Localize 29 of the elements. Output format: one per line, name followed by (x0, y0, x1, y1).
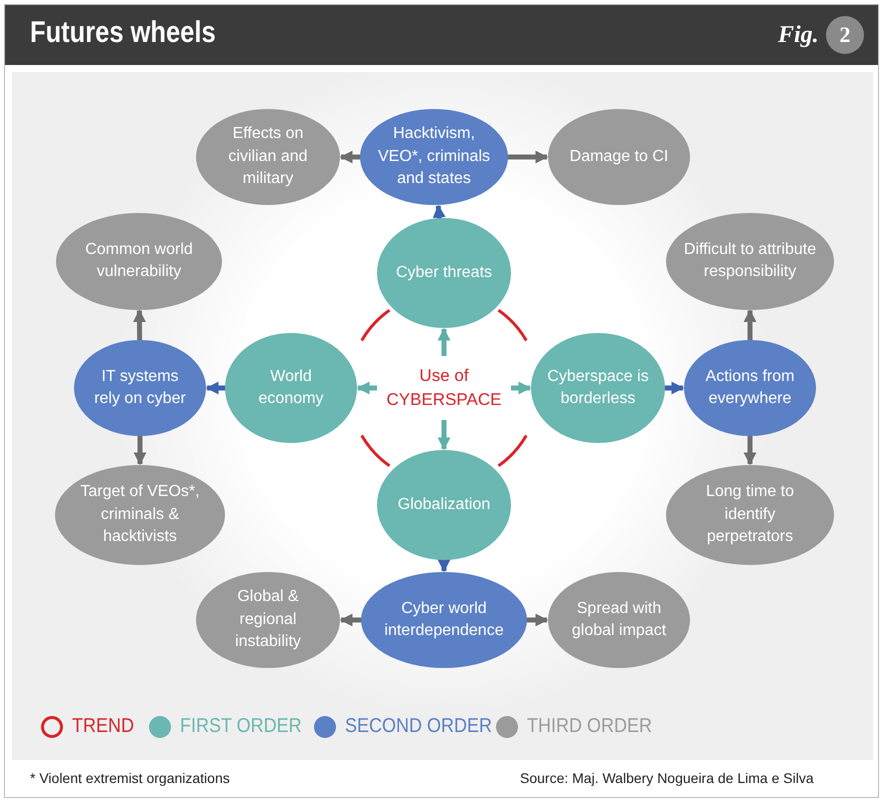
node-label: Globalization (398, 494, 490, 515)
arrow (438, 328, 450, 356)
node-label: Damage to CI (570, 146, 668, 167)
legend-label: TREND (72, 715, 134, 738)
legend-label: FIRST ORDER (180, 715, 302, 738)
node-label: World economy (258, 366, 324, 409)
node-label: Hacktivism, VEO*, criminals and states (376, 124, 492, 190)
legend-label: SECOND ORDER (345, 715, 492, 738)
arrow (438, 420, 450, 450)
node-label: Cyber threats (396, 262, 492, 283)
footnote: * Violent extremist organizations (30, 770, 230, 786)
legend-label: THIRD ORDER (527, 715, 652, 738)
node-label: Long time to identify perpetrators (704, 482, 796, 548)
node-label: Effects on civilian and military (227, 124, 309, 190)
fig-label: Fig. (778, 22, 819, 49)
node-label: Actions from everywhere (704, 366, 796, 409)
node-label: Difficult to attribute responsibility (682, 240, 818, 282)
arrow (356, 382, 377, 394)
node-label: Global & regional instability (234, 587, 302, 652)
node-label: Common world vulnerability (84, 240, 194, 282)
trend-label: Use of CYBERSPACE (386, 365, 502, 411)
node-label: Target of VEOs*, criminals & hacktivists (79, 482, 201, 548)
title: Futures wheels (30, 16, 216, 50)
source-note: Source: Maj. Walbery Nogueira de Lima e Silva (520, 770, 814, 786)
node-label: IT systems rely on cyber (93, 366, 187, 409)
arrow (511, 382, 532, 394)
node-label: Spread with global impact (570, 598, 668, 641)
node-label: Cyberspace is borderless (546, 366, 650, 409)
node-label: Cyber world interdependence (383, 598, 505, 641)
